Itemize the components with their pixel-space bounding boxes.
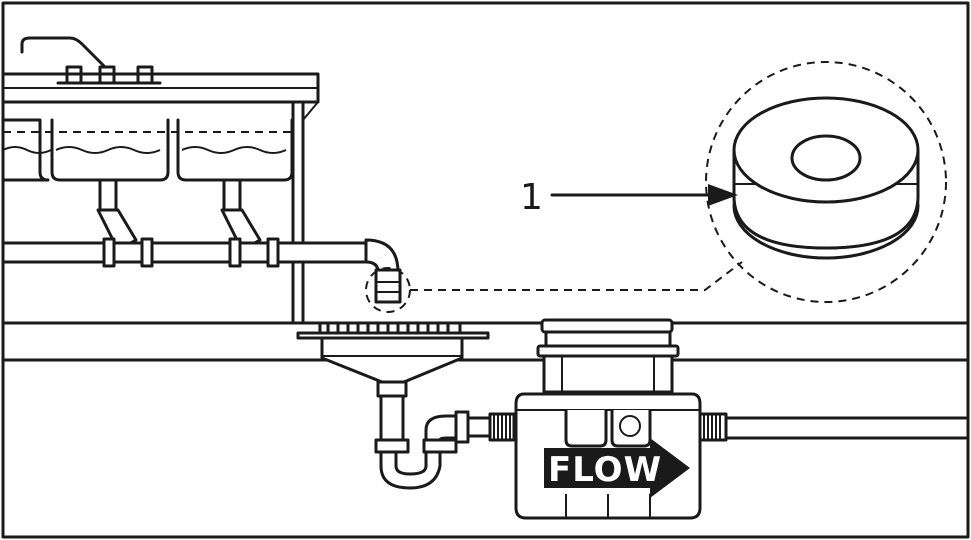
magnify-leader <box>410 261 743 291</box>
floor-slab <box>1 321 970 362</box>
callout-number: 1 <box>520 177 543 218</box>
floor-drain <box>296 321 490 392</box>
flow-label: FLOW <box>548 450 662 490</box>
drain-pipes <box>1 178 411 313</box>
callout-1: 1 <box>520 177 738 218</box>
sink-with-faucet <box>1 36 320 325</box>
pipe-fitting-part-1 <box>705 61 947 303</box>
flow-arrow: FLOW <box>544 438 690 498</box>
p-trap <box>374 380 516 490</box>
